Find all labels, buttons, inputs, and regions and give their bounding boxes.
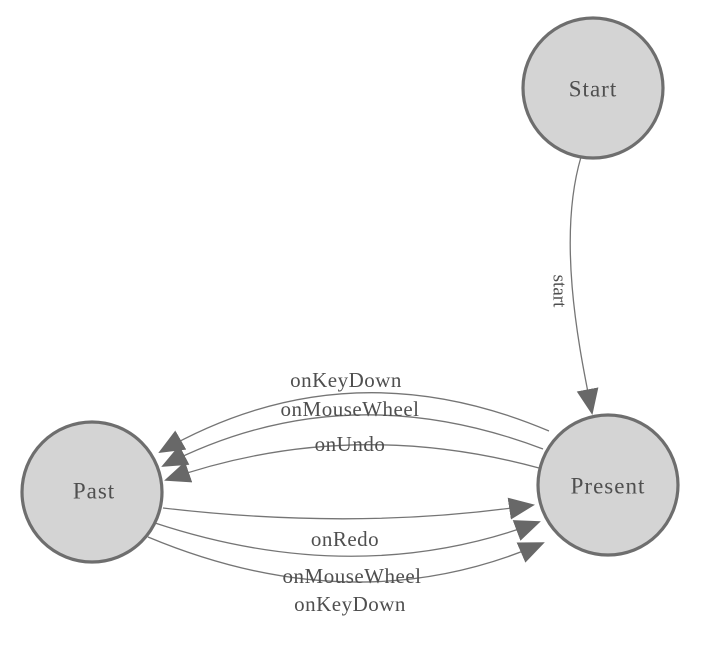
edge-label-start: start [549, 275, 570, 308]
edge-label-onkeydown-bottom: onKeyDown [294, 592, 406, 616]
state-circle-start[interactable] [521, 16, 665, 160]
state-circle-present[interactable] [536, 413, 680, 557]
node-label-start: Start [569, 77, 617, 102]
edge-present-to-past-onmousewheel [161, 414, 544, 467]
edge-label-onmousewheel-top: onMouseWheel [281, 397, 420, 421]
node-label-present: Present [571, 474, 646, 499]
state-circle-past[interactable] [20, 420, 164, 564]
edge-past-to-present-onmousewheel [154, 520, 541, 557]
edge-label-group: start onKeyDown onMouseWheel onUndo onRe… [281, 275, 570, 616]
node-past[interactable]: Past [20, 420, 164, 564]
edge-label-onkeydown-top: onKeyDown [290, 368, 402, 392]
edge-group [147, 156, 599, 583]
node-label-past: Past [73, 479, 115, 504]
edge-label-onundo: onUndo [315, 432, 386, 456]
edge-label-onmousewheel-bottom: onMouseWheel [283, 564, 422, 588]
edge-present-to-past-onundo [164, 444, 540, 483]
node-present[interactable]: Present [536, 413, 680, 557]
node-start[interactable]: Start [521, 16, 665, 160]
edge-present-to-past-onkeydown [158, 392, 550, 453]
edge-label-onredo: onRedo [311, 527, 379, 551]
edge-start-to-present [569, 156, 599, 415]
edge-past-to-present-onredo [162, 497, 535, 520]
edge-past-to-present-onkeydown [147, 536, 545, 583]
